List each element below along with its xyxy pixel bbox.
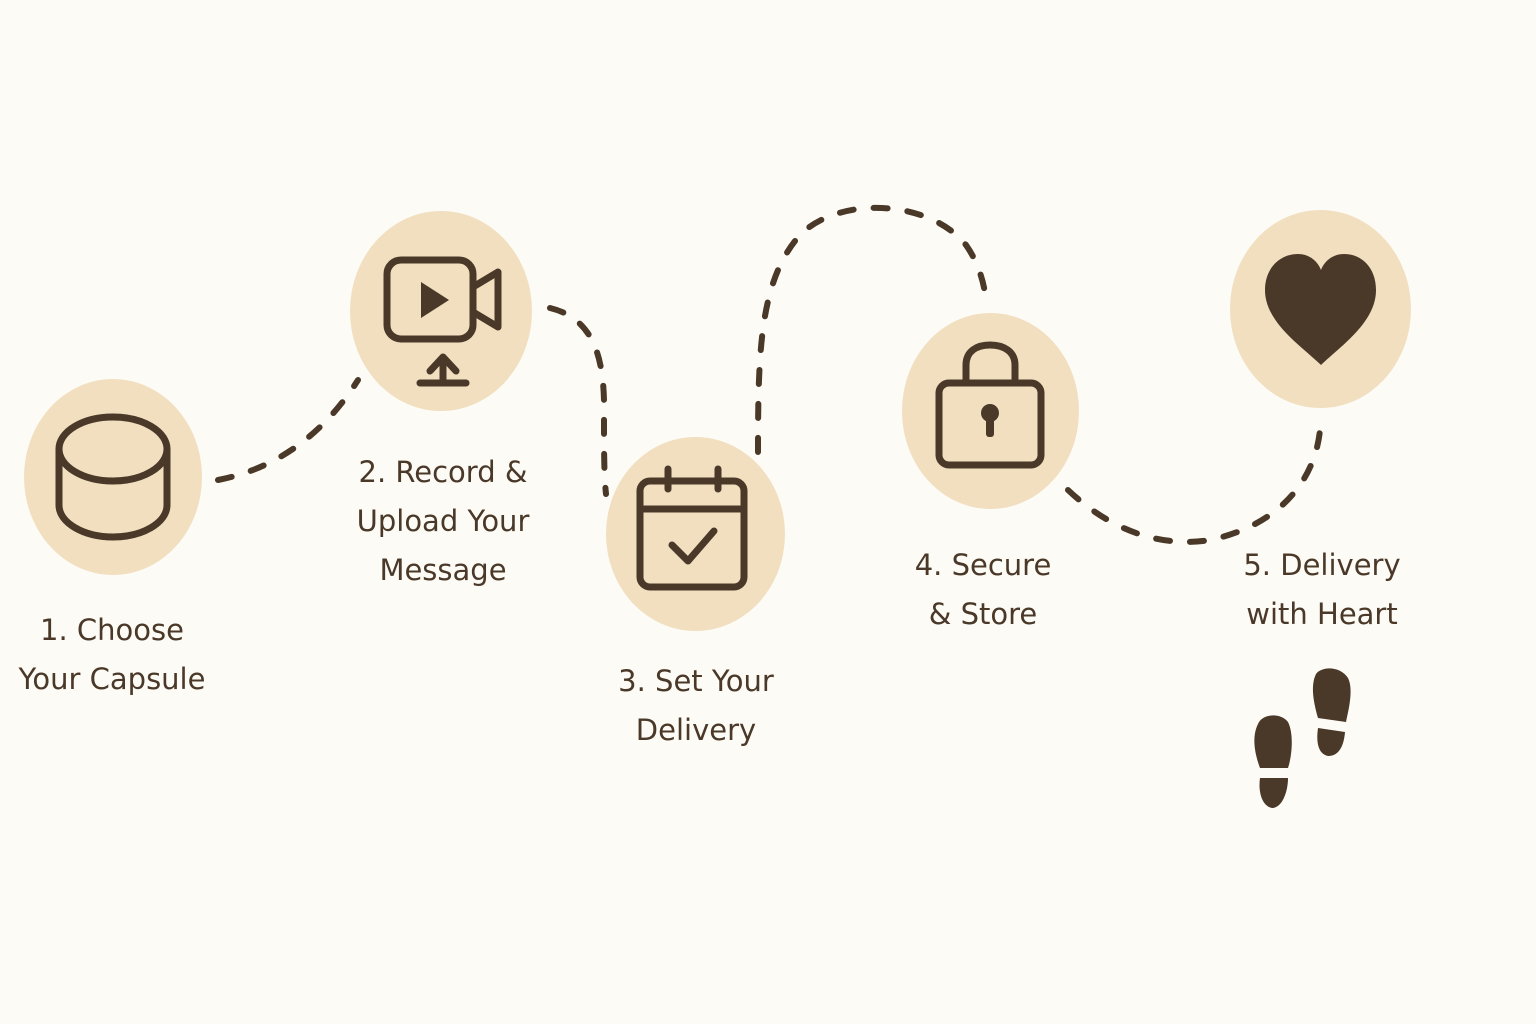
step-5-circle <box>1230 210 1411 408</box>
step-2-circle <box>350 211 532 411</box>
step-3-label-line-2: Delivery <box>635 713 757 747</box>
step-1-label: 1. Choose Your Capsule <box>0 606 242 704</box>
path-segment-4-5 <box>1065 427 1323 545</box>
step-4-circle <box>902 313 1079 509</box>
step-3-label: 3. Set Your Delivery <box>566 657 826 755</box>
path-segment-3-4 <box>755 204 989 455</box>
path-segment-1-2 <box>215 377 361 483</box>
step-3-label-line-1: 3. Set Your <box>618 664 774 698</box>
step-5-label-line-1: 5. Delivery <box>1243 548 1401 582</box>
step-3-circle <box>606 437 785 631</box>
step-4-label-line-1: 4. Secure <box>914 548 1052 582</box>
capsule-icon <box>55 413 171 541</box>
step-2-label-line-1: 2. Record & <box>358 455 528 489</box>
step-5-label: 5. Delivery with Heart <box>1192 541 1452 639</box>
step-2-label-line-2: Upload Your <box>356 504 530 538</box>
step-1-label-line-2: Your Capsule <box>18 662 206 696</box>
step-5-label-line-2: with Heart <box>1246 597 1398 631</box>
step-4-label-line-2: & Store <box>928 597 1038 631</box>
step-2-label: 2. Record & Upload Your Message <box>313 448 573 595</box>
footprints-icon <box>1254 668 1351 808</box>
step-2-label-line-3: Message <box>379 553 507 587</box>
step-1-label-line-1: 1. Choose <box>40 613 184 647</box>
path-segment-2-3 <box>547 305 609 497</box>
footprint-right-sole <box>1312 668 1351 722</box>
calendar-check-icon <box>636 465 748 591</box>
heart-icon <box>1265 254 1376 365</box>
video-upload-icon <box>383 256 502 387</box>
footprint-left-sole <box>1254 715 1292 768</box>
padlock-icon <box>935 341 1045 469</box>
step-4-label: 4. Secure & Store <box>853 541 1113 639</box>
footprint-right-heel <box>1317 728 1345 756</box>
step-1-circle <box>24 379 202 575</box>
footprint-left-heel <box>1259 778 1288 808</box>
